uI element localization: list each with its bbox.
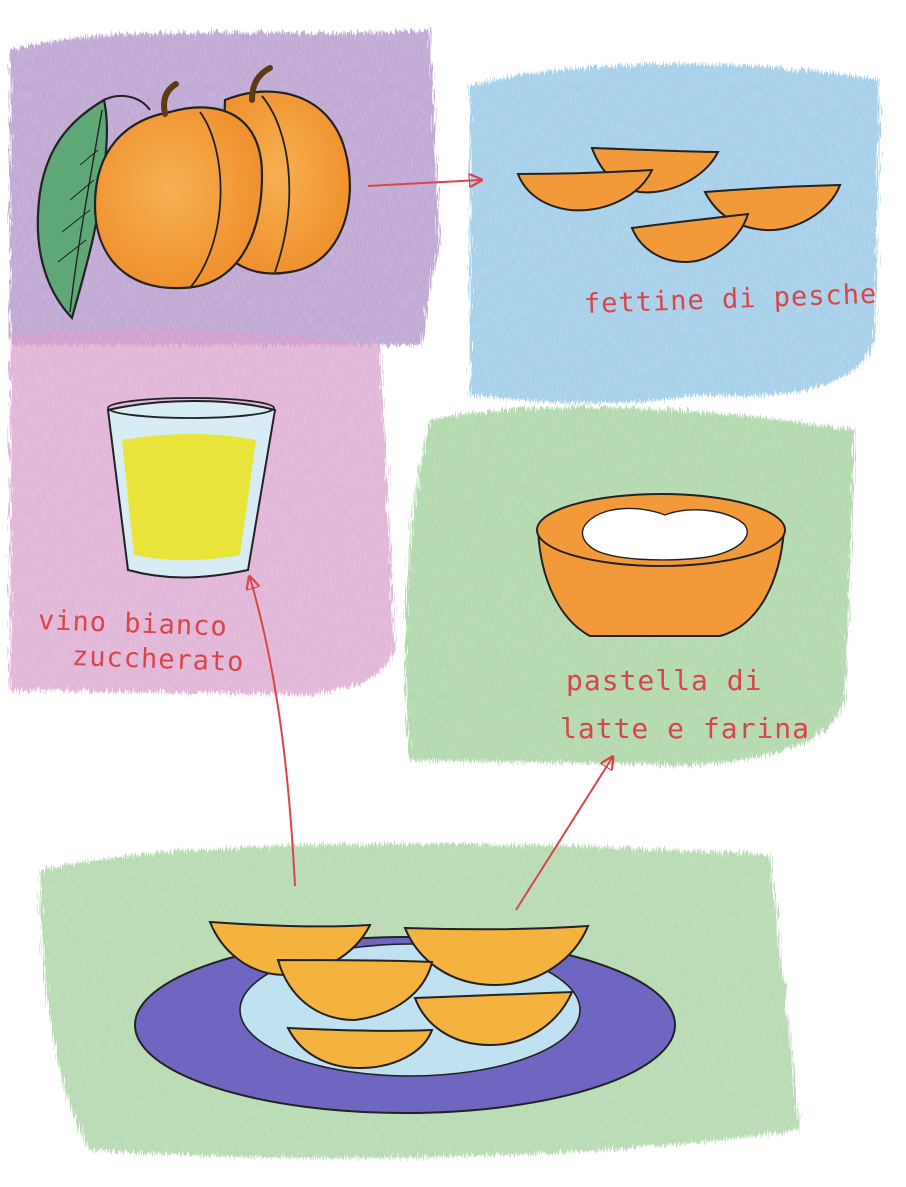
sweet-wine-label-line2: zuccherato: [71, 640, 245, 680]
sweet-wine-label-line1: vino bianco: [37, 604, 228, 645]
bowl-icon: [537, 494, 785, 636]
wine: [122, 434, 256, 560]
batter-label-line1: pastella di: [566, 664, 762, 698]
batter-label-line2: latte e farina: [560, 712, 810, 746]
batter: [582, 508, 747, 560]
glass-icon: [108, 398, 275, 578]
